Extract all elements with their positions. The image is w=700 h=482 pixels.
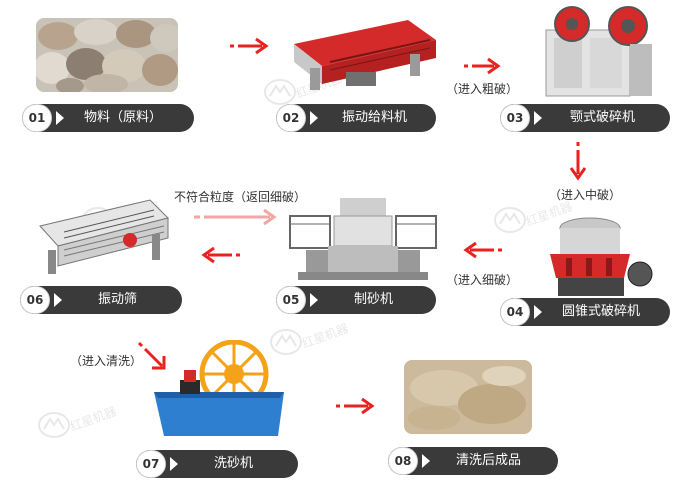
step-label-06: 06 振动筛 bbox=[20, 286, 182, 314]
chevron-right-icon bbox=[56, 111, 64, 125]
note-enter-washing: （进入清洗） bbox=[70, 354, 143, 368]
step-label-01: 01 物料（原料） bbox=[22, 104, 194, 132]
step-name: 洗砂机 bbox=[214, 456, 254, 471]
step-number: 01 bbox=[22, 104, 52, 132]
step-name: 颚式破碎机 bbox=[570, 110, 636, 125]
jaw-crusher-image bbox=[545, 6, 652, 97]
sand-making-machine-image bbox=[289, 198, 437, 280]
watermark-logo: 红星机器 bbox=[38, 405, 116, 438]
arrow-right-icon bbox=[230, 37, 269, 55]
watermark-text: 红星机器 bbox=[68, 405, 116, 434]
step-label-04: 04 圆锥式破碎机 bbox=[500, 298, 670, 326]
chevron-right-icon bbox=[310, 111, 318, 125]
note-fine-crushing: （进入细破） bbox=[446, 273, 519, 287]
arrow-left-icon bbox=[201, 246, 240, 264]
step-number: 06 bbox=[20, 286, 50, 314]
step-number: 08 bbox=[388, 447, 418, 475]
step-number: 04 bbox=[500, 298, 530, 326]
step-name: 物料（原料） bbox=[84, 110, 163, 125]
step-label-07: 07 洗砂机 bbox=[136, 450, 298, 478]
cone-crusher-image bbox=[550, 217, 653, 296]
watermark-logo: 红星机器 bbox=[494, 200, 572, 233]
step-label-02: 02 振动给料机 bbox=[276, 104, 436, 132]
arrow-diagonal-icon bbox=[137, 341, 166, 370]
arrow-right-icon bbox=[464, 57, 501, 75]
arrow-left-icon bbox=[463, 241, 502, 259]
step-label-05: 05 制砂机 bbox=[276, 286, 436, 314]
chevron-right-icon bbox=[54, 293, 62, 307]
step-label-08: 08 清洗后成品 bbox=[388, 447, 558, 475]
step-name: 清洗后成品 bbox=[456, 453, 522, 468]
step-name: 圆锥式破碎机 bbox=[562, 304, 641, 319]
return-arrow-icon bbox=[194, 208, 277, 226]
chevron-right-icon bbox=[422, 454, 430, 468]
finished-sand-image bbox=[404, 360, 532, 434]
chevron-right-icon bbox=[170, 457, 178, 471]
sand-washing-machine-image bbox=[154, 340, 284, 436]
vibrating-screen-image bbox=[39, 199, 169, 274]
vibrating-feeder-image bbox=[294, 20, 436, 90]
arrow-right-icon bbox=[336, 397, 375, 415]
step-name: 振动筛 bbox=[98, 292, 138, 307]
step-number: 03 bbox=[500, 104, 530, 132]
raw-material-image bbox=[36, 18, 178, 92]
step-number: 02 bbox=[276, 104, 306, 132]
watermark-logo: 红星机器 bbox=[270, 322, 348, 355]
step-label-03: 03 颚式破碎机 bbox=[500, 104, 670, 132]
step-number: 05 bbox=[276, 286, 306, 314]
chevron-right-icon bbox=[310, 293, 318, 307]
note-coarse-crushing: （进入粗破） bbox=[446, 82, 519, 96]
chevron-right-icon bbox=[534, 111, 542, 125]
step-number: 07 bbox=[136, 450, 166, 478]
watermark-text: 红星机器 bbox=[300, 322, 348, 351]
note-medium-crushing: （进入中破） bbox=[549, 188, 622, 202]
note-return-fine-crushing: 不符合粒度（返回细破） bbox=[174, 190, 307, 204]
step-name: 振动给料机 bbox=[342, 110, 408, 125]
arrow-down-icon bbox=[569, 142, 587, 181]
chevron-right-icon bbox=[534, 305, 542, 319]
step-name: 制砂机 bbox=[354, 292, 394, 307]
